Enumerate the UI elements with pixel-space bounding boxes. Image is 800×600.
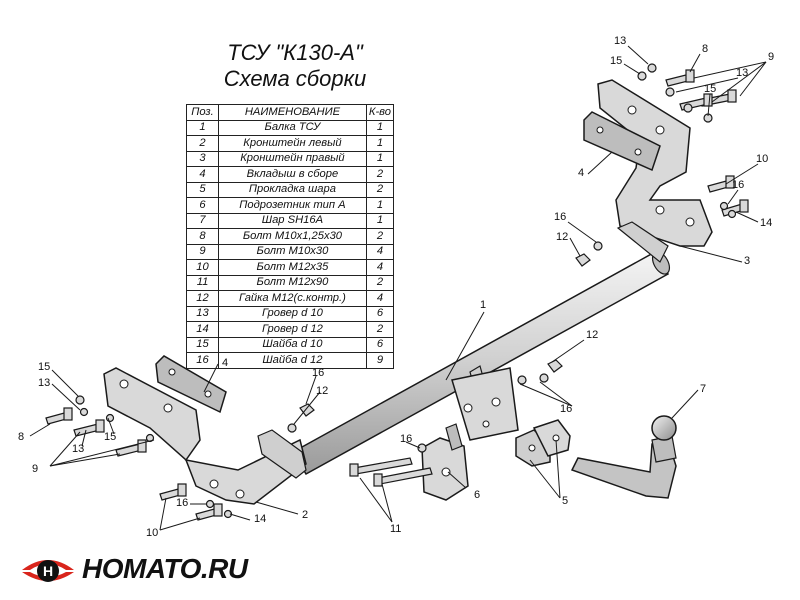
callout-4-right: 4: [578, 167, 584, 179]
callout-10-bottom: 10: [146, 527, 158, 539]
callout-16-left: 16: [312, 367, 324, 379]
callout-9-left: 9: [32, 463, 38, 475]
callout-14-right: 14: [760, 217, 772, 229]
callout-14-bottom: 14: [254, 513, 266, 525]
callout-16-top: 16: [554, 211, 566, 223]
callout-8-left: 8: [18, 431, 24, 443]
callout-11: 11: [390, 523, 401, 535]
fasteners: [45, 63, 749, 521]
callout-1: 1: [480, 299, 486, 311]
callouts: 13 8 15 9 13 15 4 10 16 14 16 12 3 1 12 …: [18, 35, 774, 539]
callout-16-bottom: 16: [176, 497, 188, 509]
callout-16-socket: 16: [400, 433, 412, 445]
callout-13-left: 13: [38, 377, 50, 389]
logo-text: HOMATO.RU: [82, 553, 248, 584]
row-position: 10: [186, 259, 219, 276]
callout-15-top: 15: [610, 55, 622, 67]
row-position: 16: [186, 352, 219, 369]
row-quantity: 9: [365, 352, 395, 369]
row-position: 15: [186, 336, 219, 353]
callout-13-top: 13: [614, 35, 626, 47]
part-insert-right: [583, 111, 661, 172]
callout-15-right: 15: [704, 83, 716, 95]
callout-12-top: 12: [556, 231, 568, 243]
callout-7: 7: [700, 383, 706, 395]
callout-2: 2: [302, 509, 308, 521]
part-insert-left: [155, 355, 227, 414]
row-name: Шайба d 12: [218, 352, 367, 369]
diagram-title: ТСУ "К130-А": [227, 40, 363, 65]
row-name: Гровер d 10: [218, 305, 367, 322]
callout-13-right: 13: [736, 67, 748, 79]
diagram-subtitle: Схема сборки: [223, 66, 367, 91]
callout-16-center: 16: [560, 403, 572, 415]
callout-4-left: 4: [222, 357, 228, 369]
leader-lines: [29, 45, 767, 531]
row-name: Вкладыш в сборе: [218, 166, 367, 183]
row-name: Кронштейн левый: [218, 135, 367, 152]
callout-15-lower-left: 15: [104, 431, 116, 443]
row-position: 6: [186, 197, 219, 214]
callout-15-left: 15: [38, 361, 50, 373]
row-name: Подрозетник тип А: [218, 197, 367, 214]
callout-5: 5: [562, 495, 568, 507]
callout-3: 3: [744, 255, 750, 267]
parts-table-header: Поз. НАИМЕНОВАНИЕ К-во: [186, 104, 395, 121]
row-name: Прокладка шара: [218, 181, 367, 198]
homato-logo: H HOMATO.RU: [18, 548, 248, 592]
part-ball-gaskets: [515, 419, 571, 467]
callout-12-left: 12: [316, 385, 328, 397]
row-name: Болт M10x30: [218, 243, 367, 260]
row-position: 13: [186, 305, 219, 322]
row-position: 1: [186, 119, 219, 136]
callout-13-lower-left: 13: [72, 443, 84, 455]
callout-12-center: 12: [586, 329, 598, 341]
row-quantity: 4: [365, 259, 395, 276]
row-name: Болт M12x35: [218, 259, 367, 276]
callout-6: 6: [474, 489, 480, 501]
svg-text:H: H: [43, 563, 53, 579]
homato-emblem-icon: H: [22, 560, 74, 582]
callout-16-right: 16: [732, 179, 744, 191]
header-position: Поз.: [186, 104, 219, 121]
row-quantity: 2: [365, 181, 395, 198]
part-socket-bracket: [421, 423, 469, 501]
callout-10-right: 10: [756, 153, 768, 165]
part-tow-ball: [570, 415, 677, 499]
part-left-bracket: [103, 367, 307, 505]
part-beam: [291, 250, 671, 476]
callout-9-top: 9: [768, 51, 774, 63]
row-name: Гровер d 12: [218, 321, 367, 338]
callout-8-top: 8: [702, 43, 708, 55]
